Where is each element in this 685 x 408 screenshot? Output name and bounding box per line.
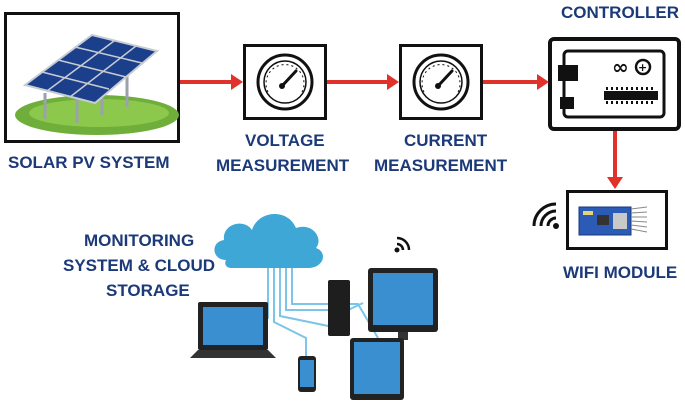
solar-pv-box — [4, 12, 180, 143]
wifi-signal-icon — [532, 202, 559, 229]
current-measurement-box — [399, 44, 483, 120]
controller-label: CONTROLLER — [561, 3, 680, 22]
svg-text:∞: ∞ — [612, 55, 629, 79]
arrowhead-controller-to-wifi — [607, 177, 623, 189]
controller-box: ∞ + — [548, 37, 681, 131]
svg-text:+: + — [638, 61, 647, 74]
gauge-icon — [256, 53, 314, 111]
monitoring-label-line2: SYSTEM & CLOUD — [63, 256, 216, 275]
voltage-label-line2: MEASUREMENT — [216, 156, 350, 175]
arrowhead-solar-to-voltage — [231, 74, 243, 90]
cloud-network-illustration — [190, 213, 438, 400]
wifi-module-box — [566, 190, 668, 250]
wifi-module-icon — [578, 206, 648, 236]
wifi-signal-icon — [394, 236, 411, 253]
cloud-icon — [214, 213, 323, 268]
laptop-icon — [190, 302, 276, 358]
voltage-measurement-box — [243, 44, 327, 120]
wifi-module-label: WIFI MODULE — [563, 263, 678, 282]
voltage-label-line1: VOLTAGE — [245, 131, 325, 150]
arrowhead-voltage-to-current — [387, 74, 399, 90]
tablet-icon — [350, 338, 404, 400]
desktop-computer-icon — [328, 268, 438, 340]
solar-panel-icon — [15, 33, 179, 135]
current-label-line2: MEASUREMENT — [374, 156, 508, 175]
monitoring-label-line3: STORAGE — [106, 281, 190, 300]
smartphone-icon — [298, 356, 316, 392]
monitoring-label-line1: MONITORING — [84, 231, 195, 250]
current-label-line1: CURRENT — [404, 131, 488, 150]
solar-pv-label: SOLAR PV SYSTEM — [8, 153, 170, 172]
gauge-icon — [412, 53, 470, 111]
arduino-board-icon: ∞ + — [558, 49, 666, 119]
